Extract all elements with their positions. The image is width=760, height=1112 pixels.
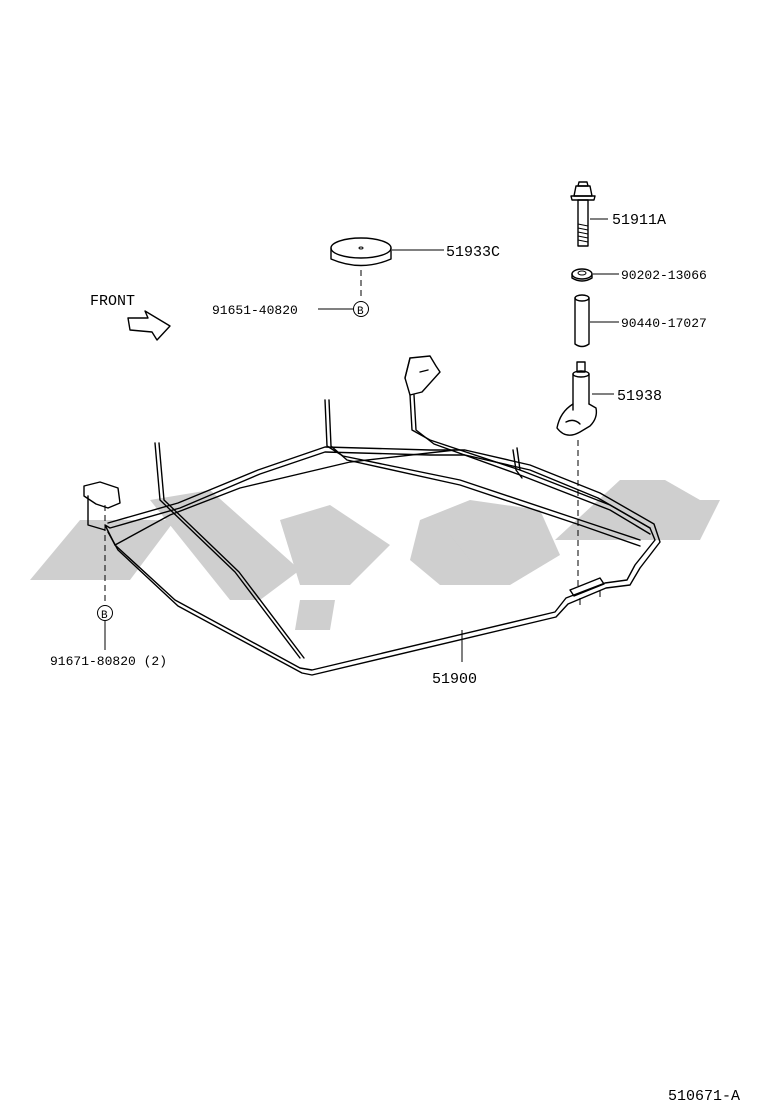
svg-text:B: B bbox=[357, 306, 364, 318]
part-bolt-51911a bbox=[570, 181, 596, 247]
marker-b-upper: B bbox=[353, 301, 369, 318]
part-label-90440-17027: 90440-17027 bbox=[621, 316, 707, 331]
front-arrow-icon bbox=[127, 310, 171, 341]
part-label-91671-80820: 91671-80820 (2) bbox=[50, 654, 167, 669]
part-label-51911a: 51911A bbox=[612, 212, 666, 229]
part-label-51900: 51900 bbox=[432, 671, 477, 688]
marker-b-lower: B bbox=[97, 605, 113, 622]
part-frame-51900 bbox=[83, 355, 661, 676]
front-label: FRONT bbox=[90, 293, 135, 310]
part-hanger-51938 bbox=[556, 361, 598, 436]
part-label-91651-40820: 91651-40820 bbox=[212, 303, 298, 318]
part-pipe-90440 bbox=[574, 294, 590, 348]
part-label-90202-13066: 90202-13066 bbox=[621, 268, 707, 283]
part-label-51938: 51938 bbox=[617, 388, 662, 405]
part-pad-51933c bbox=[330, 237, 392, 267]
watermark-logo bbox=[30, 480, 720, 630]
svg-text:B: B bbox=[101, 610, 108, 622]
figure-code: 510671-A bbox=[668, 1088, 740, 1105]
part-label-51933c: 51933C bbox=[446, 244, 500, 261]
front-indicator: FRONT bbox=[90, 293, 171, 341]
part-washer-90202 bbox=[571, 268, 593, 282]
